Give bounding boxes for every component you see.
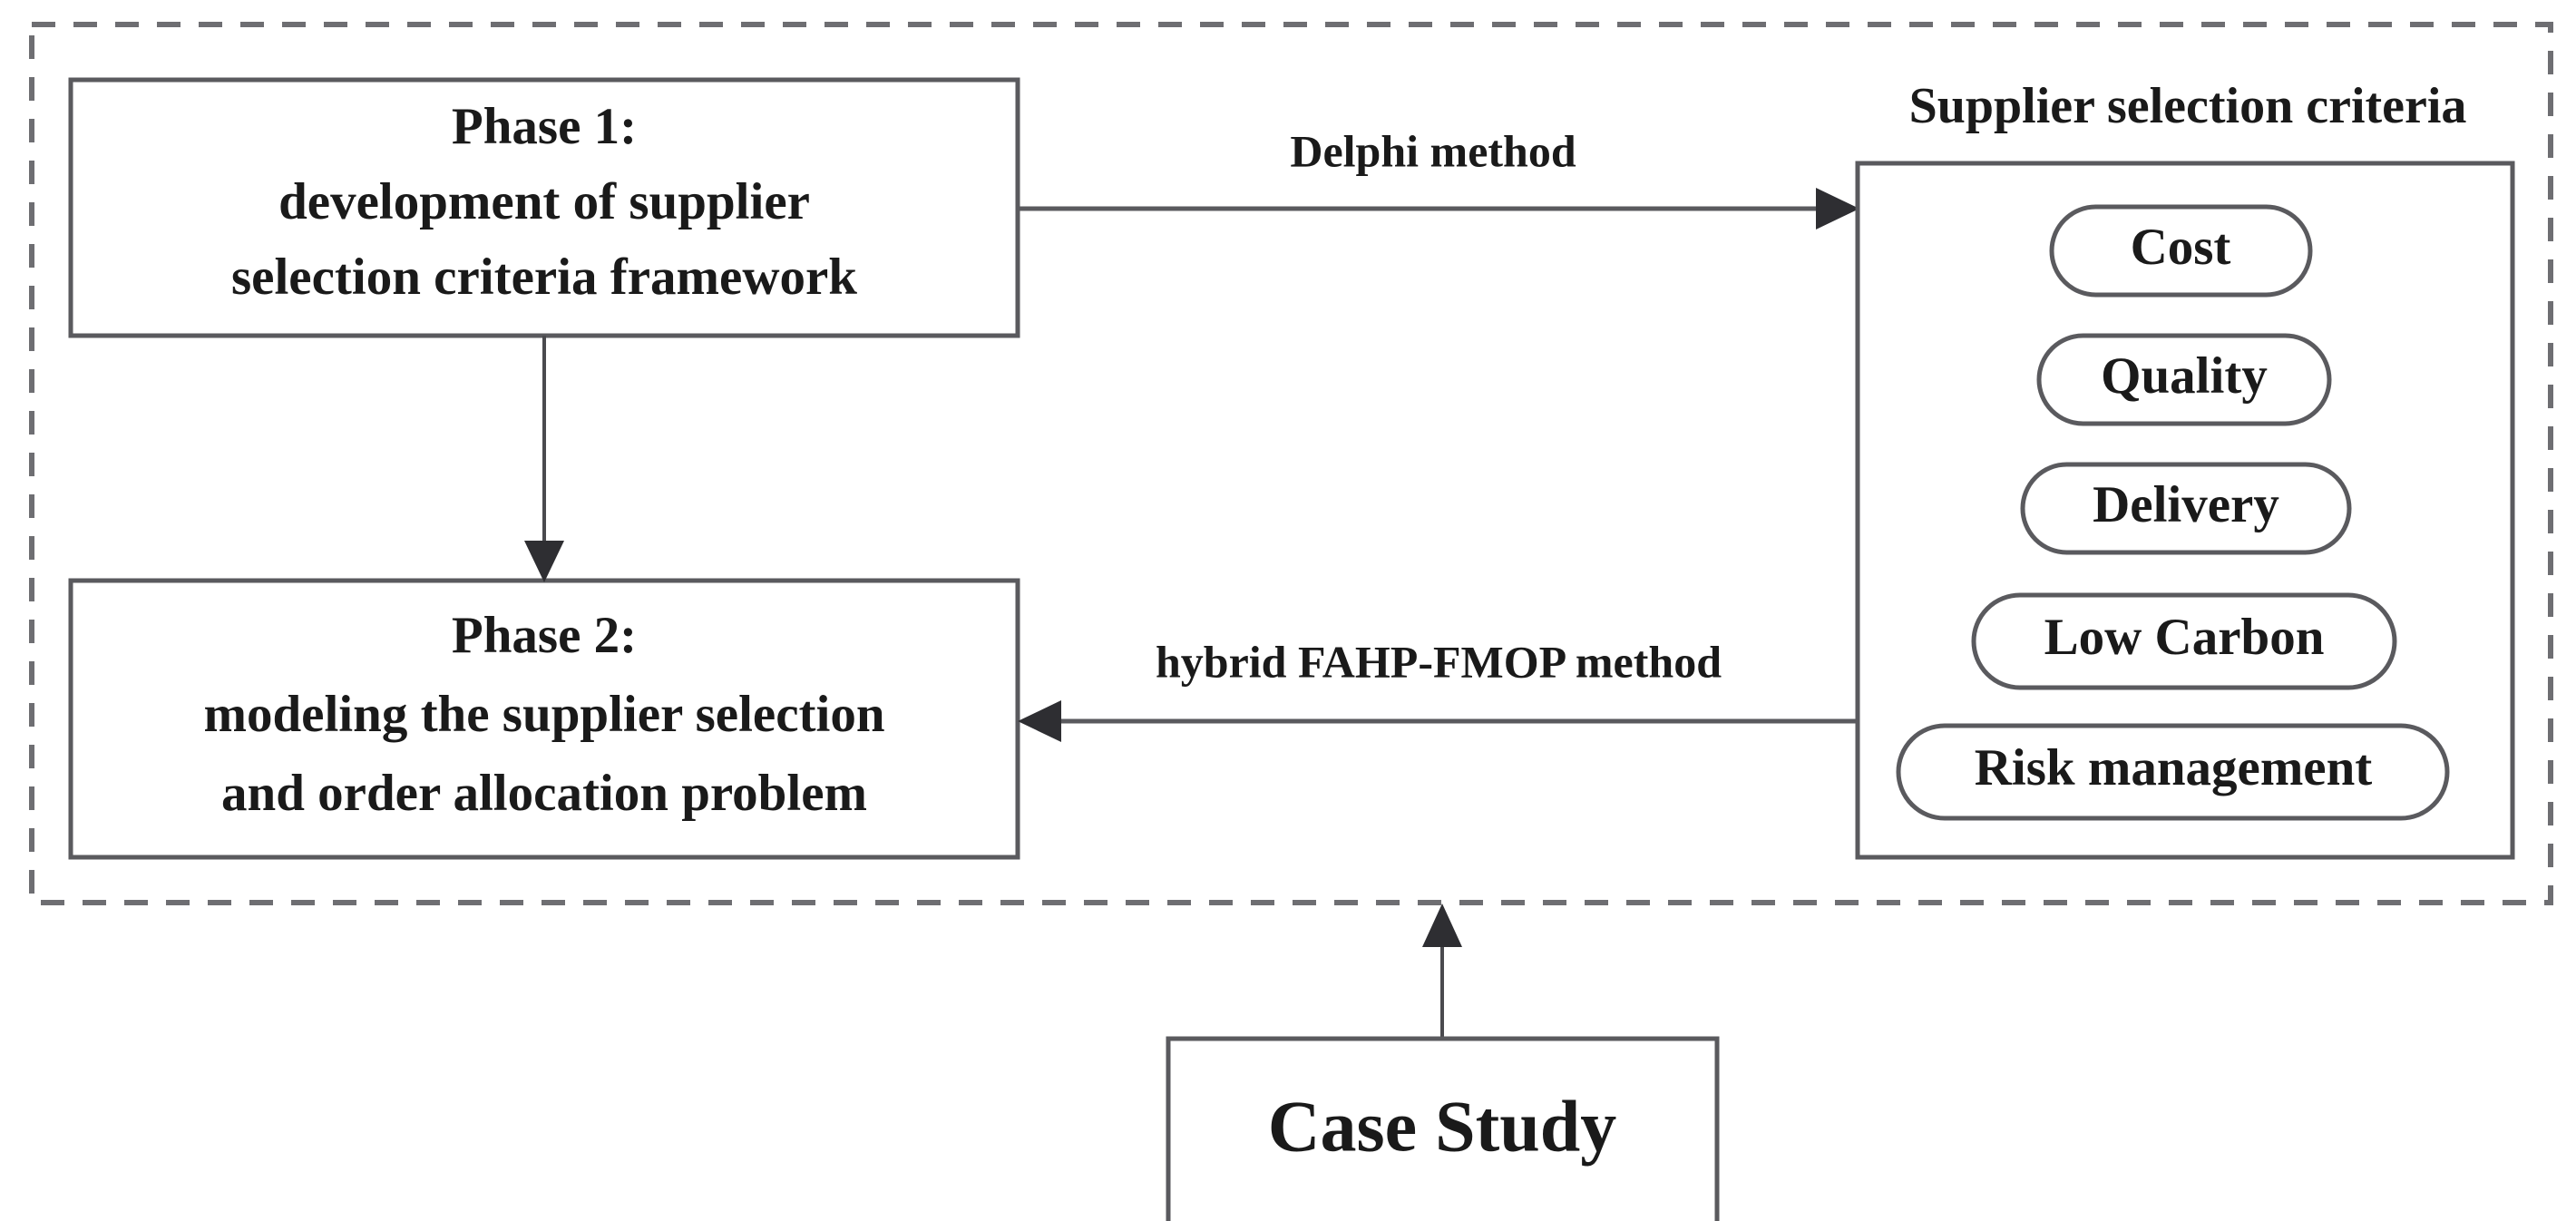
case-study-label: Case Study — [1268, 1087, 1617, 1167]
edge-phase1-phase2 — [524, 336, 564, 582]
criteria-pill-delivery — [2020, 462, 2352, 555]
criteria-label-delivery: Delivery — [2093, 476, 2279, 533]
edge-case-study-arrowhead — [1422, 904, 1462, 947]
criteria-pill-cost — [2049, 204, 2313, 298]
edge-phase1-phase2-arrowhead — [524, 541, 564, 582]
phase-1-line-2: development of supplier — [278, 173, 810, 230]
edge-case-study — [1422, 904, 1462, 1039]
criteria-item-quality[interactable]: Quality — [2036, 333, 2332, 426]
edge-delphi-arrowhead — [1816, 188, 1859, 230]
phase-1-node[interactable]: Phase 1: development of supplier selecti… — [68, 77, 1020, 338]
criteria-item-delivery[interactable]: Delivery — [2020, 462, 2352, 555]
criteria-label-low-carbon: Low Carbon — [2044, 609, 2325, 666]
edge-fahp-fmop-arrowhead — [1018, 700, 1061, 742]
phase-2-line-2: modeling the supplier selection — [203, 686, 884, 743]
phase-2-node[interactable]: Phase 2: modeling the supplier selection… — [68, 578, 1020, 860]
criteria-pill-quality — [2036, 333, 2332, 426]
edge-delphi-label: Delphi method — [1290, 125, 1576, 176]
edge-delphi: Delphi method — [1018, 125, 1859, 230]
criteria-label-cost: Cost — [2131, 219, 2231, 276]
edge-fahp-fmop-label: hybrid FAHP-FMOP method — [1156, 636, 1722, 687]
phase-1-line-1: Phase 1: — [452, 98, 637, 155]
phase-1-line-3: selection criteria framework — [231, 249, 857, 306]
criteria-label-quality: Quality — [2101, 347, 2268, 405]
case-study-node[interactable]: Case Study — [1166, 1036, 1720, 1221]
phase-2-line-3: and order allocation problem — [221, 765, 867, 822]
case-study-box — [1166, 1036, 1720, 1221]
criteria-pill-low-carbon — [1971, 592, 2397, 690]
criteria-item-cost[interactable]: Cost — [2049, 204, 2313, 298]
methodology-frame — [29, 22, 2553, 905]
criteria-panel-title: Supplier selection criteria — [1909, 78, 2467, 134]
criteria-item-low-carbon[interactable]: Low Carbon — [1971, 592, 2397, 690]
criteria-item-risk-management[interactable]: Risk management — [1896, 723, 2450, 821]
phase-1-box — [68, 77, 1020, 338]
criteria-panel: Cost Quality Delivery Low Carbon Risk ma… — [1855, 161, 2515, 860]
edge-fahp-fmop: hybrid FAHP-FMOP method — [1018, 636, 1858, 742]
criteria-pill-risk-management — [1896, 723, 2450, 821]
criteria-label-risk-management: Risk management — [1975, 739, 2373, 796]
phase-2-line-1: Phase 2: — [452, 607, 637, 664]
phase-2-box — [68, 578, 1020, 860]
